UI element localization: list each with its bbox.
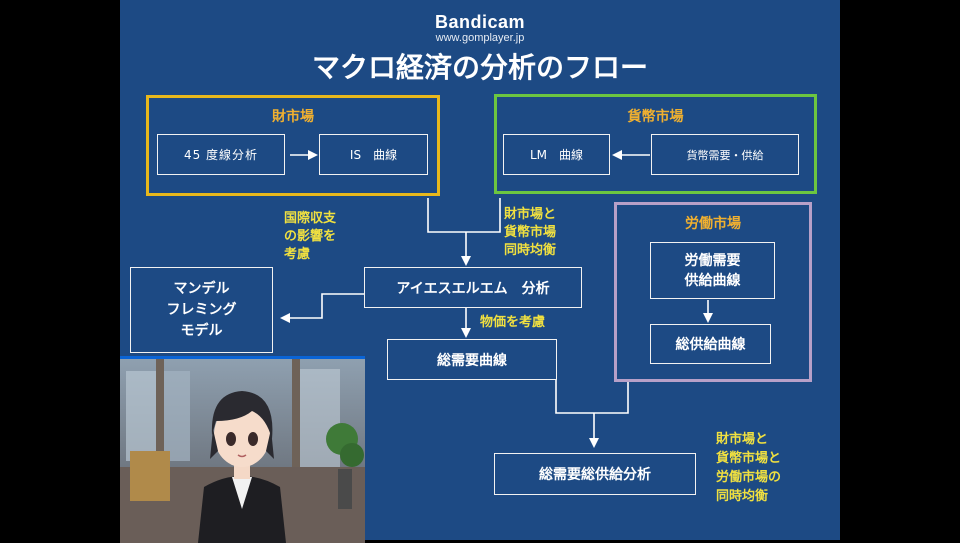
goods-market-label: 財市場 bbox=[272, 109, 314, 125]
box-islm-analysis: アイエスエルエム 分析 bbox=[364, 267, 582, 308]
annotation-goods-money-equilibrium: 財市場と 貨幣市場 同時均衡 bbox=[504, 206, 556, 260]
arrowhead-ad bbox=[461, 328, 471, 338]
arrowhead-mundell bbox=[280, 313, 290, 323]
watermark-brand: Bandicam bbox=[434, 12, 526, 32]
labor-box-line-1: 労働需要 bbox=[684, 252, 741, 269]
mundell-line-1: マンデル bbox=[173, 280, 230, 297]
arrowhead-islm bbox=[461, 256, 471, 266]
labor-market-frame: 労働市場 bbox=[614, 202, 812, 382]
annotation-price: 物価を考慮 bbox=[480, 315, 546, 330]
box-is-curve: IS 曲線 bbox=[319, 134, 428, 175]
all-eq-line-4: 同時均衡 bbox=[716, 489, 769, 504]
presenter-avatar-panel bbox=[120, 356, 365, 543]
bop-line-2: の影響を bbox=[284, 229, 337, 244]
merge-goods-money bbox=[427, 198, 501, 233]
box-lm-curve: LM 曲線 bbox=[503, 134, 610, 175]
gm-eq-line-2: 貨幣市場 bbox=[504, 225, 557, 240]
money-market-frame: 貨幣市場 bbox=[494, 94, 817, 194]
box-labor-demand-supply: 労働需要 供給曲線 bbox=[650, 242, 775, 299]
annotation-balance-of-payments: 国際収支 の影響を 考慮 bbox=[284, 210, 336, 264]
merge-ad-labor bbox=[555, 380, 629, 414]
bop-line-1: 国際収支 bbox=[284, 211, 337, 226]
arrowhead-as bbox=[703, 313, 713, 323]
arrowhead-is bbox=[308, 150, 318, 160]
all-eq-line-3: 労働市場の bbox=[716, 470, 782, 485]
gm-eq-line-3: 同時均衡 bbox=[504, 243, 557, 258]
all-eq-line-2: 貨幣市場と bbox=[716, 451, 782, 466]
box-aggregate-demand: 総需要曲線 bbox=[387, 339, 557, 380]
gm-eq-line-1: 財市場と bbox=[504, 207, 557, 222]
presenter-avatar-illustration bbox=[120, 359, 365, 543]
labor-market-label: 労働市場 bbox=[685, 216, 741, 232]
watermark-url: www.gomplayer.jp bbox=[435, 32, 525, 44]
box-aggregate-supply: 総供給曲線 bbox=[650, 324, 771, 364]
page-title: マクロ経済の分析のフロー bbox=[311, 51, 648, 84]
arrowhead-lm bbox=[612, 150, 622, 160]
money-market-label: 貨幣市場 bbox=[627, 109, 684, 125]
box-money-demand-supply: 貨幣需要・供給 bbox=[651, 134, 799, 175]
mundell-line-2: フレミング bbox=[166, 301, 237, 318]
arrowhead-adas bbox=[589, 438, 599, 448]
box-ad-as-analysis: 総需要総供給分析 bbox=[494, 453, 696, 495]
bop-line-3: 考慮 bbox=[284, 247, 311, 262]
arrow-to-mundell bbox=[290, 293, 364, 319]
labor-box-line-2: 供給曲線 bbox=[684, 272, 741, 289]
all-eq-line-1: 財市場と bbox=[716, 432, 769, 447]
mundell-line-3: モデル bbox=[180, 322, 223, 339]
box-45-degree: 45 度線分析 bbox=[157, 134, 285, 175]
goods-market-frame: 財市場 bbox=[146, 95, 440, 196]
box-mundell-fleming: マンデル フレミング モデル bbox=[130, 267, 273, 353]
annotation-all-markets-equilibrium: 財市場と 貨幣市場と 労働市場の 同時均衡 bbox=[716, 430, 781, 506]
